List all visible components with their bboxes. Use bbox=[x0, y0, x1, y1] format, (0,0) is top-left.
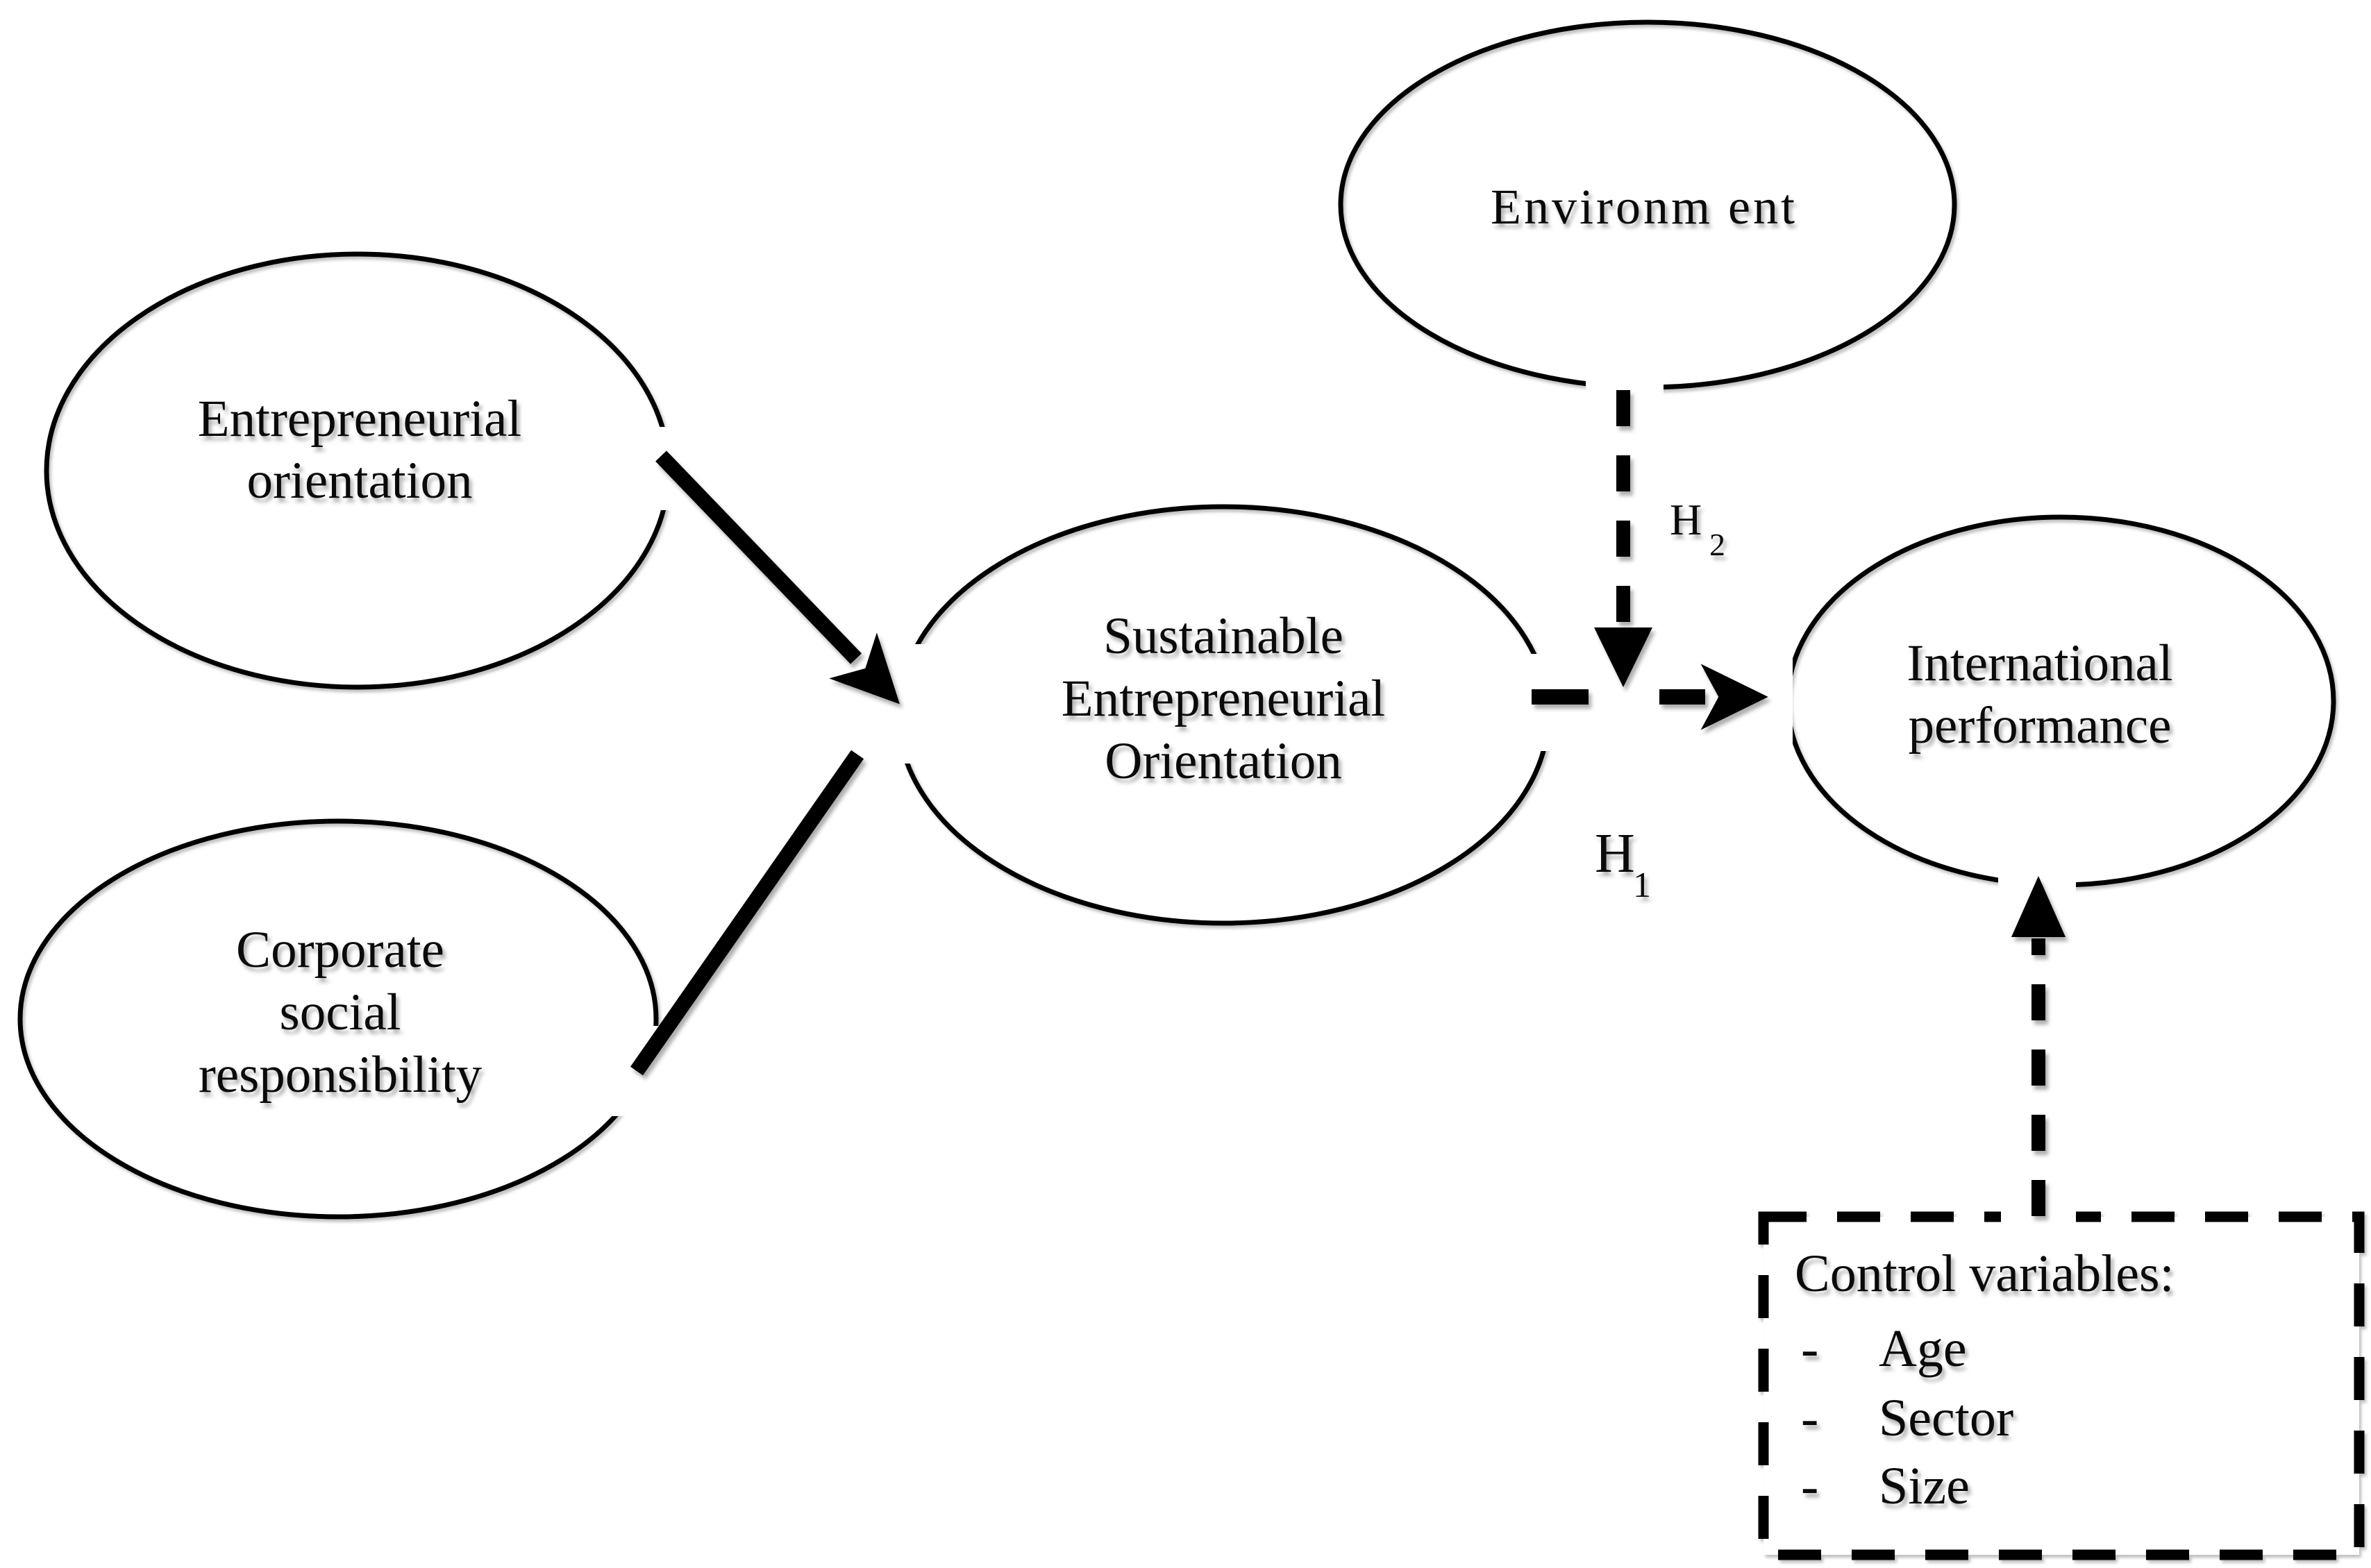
control-item-sector: Sector bbox=[1879, 1389, 2013, 1447]
csr-label-line3: responsibility bbox=[199, 1046, 483, 1104]
csr-label-line2: social bbox=[280, 984, 401, 1041]
control-item-bullet: - bbox=[1801, 1320, 1818, 1378]
seo-label-line2: Entrepreneurial bbox=[1062, 670, 1385, 727]
control-item-bullet: - bbox=[1801, 1457, 1818, 1515]
corporate-social-responsibility-ellipse bbox=[17, 818, 659, 1220]
seo-label-line1: Sustainable bbox=[1103, 607, 1343, 665]
h2-subscript: 2 bbox=[1709, 527, 1725, 562]
csr-label-line1: Corporate bbox=[236, 921, 444, 979]
controls-to-ip-arrowhead bbox=[2011, 876, 2066, 937]
h2-label: H bbox=[1670, 495, 1702, 544]
control-item-age: Age bbox=[1879, 1320, 1967, 1378]
international-performance-label-line2: performance bbox=[1909, 697, 2172, 755]
control-item-size: Size bbox=[1879, 1457, 1970, 1515]
control-variables-box bbox=[1758, 1211, 2365, 1560]
ellipse-gap-mask-seo-left bbox=[858, 644, 936, 764]
environment-moderation-arrowhead bbox=[1594, 627, 1652, 687]
environment-label: Environm ent bbox=[1491, 179, 1798, 235]
control-item-bullet: - bbox=[1801, 1389, 1818, 1447]
h1-subscript: 1 bbox=[1633, 866, 1651, 905]
seo-label-line3: Orientation bbox=[1105, 732, 1342, 790]
entrepreneurial-orientation-label-line2: orientation bbox=[247, 452, 473, 509]
eo-to-seo-arrow bbox=[655, 450, 900, 705]
csr-to-seo-line bbox=[630, 750, 864, 1076]
h1-label: H bbox=[1595, 823, 1635, 884]
international-performance-label-line1: International bbox=[1907, 634, 2172, 692]
entrepreneurial-orientation-label-line1: Entrepreneurial bbox=[198, 390, 521, 448]
control-variables-title: Control variables: bbox=[1795, 1245, 2175, 1303]
ellipse-gap-mask-ip-left bbox=[1722, 652, 1793, 750]
